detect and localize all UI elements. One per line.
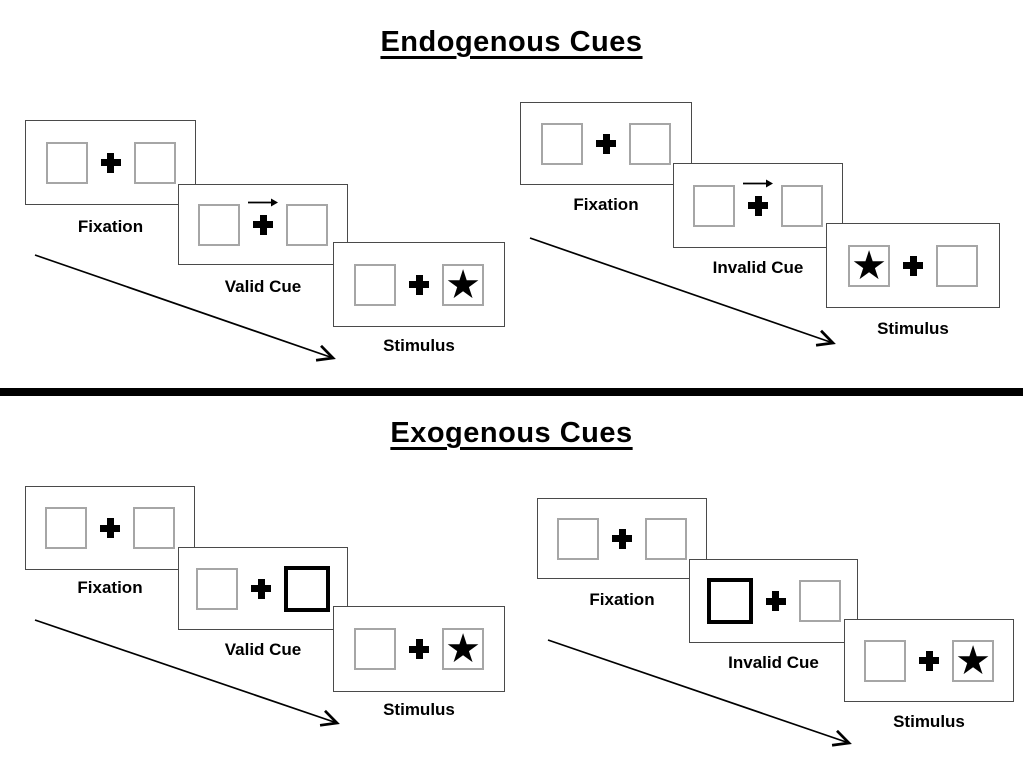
left-placeholder-box — [354, 263, 396, 306]
left-placeholder-box — [557, 517, 599, 560]
left-target-box: ★ — [848, 242, 890, 289]
fixation-cross-icon — [409, 639, 429, 659]
step-label-valid-cue: Valid Cue — [224, 277, 302, 296]
time-course-arrow — [529, 237, 836, 347]
left-placeholder-box — [45, 507, 87, 549]
exogenous-valid-fixation-panel — [25, 486, 195, 570]
right-target-box: ★ — [442, 261, 484, 308]
time-course-arrow — [547, 639, 852, 747]
section-divider — [0, 388, 1023, 396]
exogenous-valid-cue-panel — [178, 547, 348, 630]
step-label-stimulus: Stimulus — [893, 712, 965, 731]
step-label-valid-cue: Valid Cue — [224, 640, 302, 659]
right-placeholder-box — [286, 203, 328, 246]
star-target-icon: ★ — [955, 637, 991, 684]
fixation-cross-icon — [612, 528, 632, 549]
endogenous-invalid-cue-panel — [673, 163, 843, 248]
star-target-icon: ★ — [445, 261, 481, 308]
step-label-fixation: Fixation — [77, 217, 144, 236]
step-label-invalid-cue: Invalid Cue — [728, 653, 819, 672]
step-label-fixation: Fixation — [589, 590, 655, 609]
left-placeholder-box — [45, 141, 88, 184]
right-placeholder-box — [781, 184, 823, 227]
endogenous-invalid-fixation-panel — [520, 102, 692, 185]
right-placeholder-box — [798, 580, 841, 622]
right-placeholder-box — [936, 244, 978, 287]
left-placeholder-box — [864, 639, 906, 682]
endogenous-section-title: Endogenous Cues — [380, 26, 643, 58]
endogenous-valid-stimulus-panel: ★ — [333, 242, 505, 327]
exogenous-invalid-cue-panel — [689, 559, 858, 643]
right-placeholder-box — [645, 517, 687, 560]
exogenous-invalid-stimulus-panel: ★ — [844, 619, 1014, 702]
left-placeholder-box — [196, 567, 238, 610]
endogenous-valid-cue-panel — [178, 184, 348, 265]
left-placeholder-box — [354, 628, 396, 670]
fixation-cross-icon — [253, 214, 273, 235]
endogenous-invalid-stimulus-panel: ★ — [826, 223, 1000, 308]
fixation-cross-icon — [409, 274, 429, 295]
left-placeholder-box — [198, 203, 240, 246]
step-label-stimulus: Stimulus — [383, 336, 455, 355]
fixation-cross-icon — [765, 591, 786, 611]
right-placeholder-box — [133, 141, 176, 184]
right-highlighted-cue-box — [284, 565, 330, 612]
step-label-invalid-cue: Invalid Cue — [712, 258, 804, 277]
exogenous-valid-stimulus-panel: ★ — [333, 606, 505, 692]
right-placeholder-box — [629, 122, 671, 165]
star-target-icon: ★ — [445, 626, 481, 672]
fixation-cross-icon — [251, 578, 271, 599]
time-course-arrow — [34, 254, 336, 362]
cue-direction-arrow-icon — [248, 198, 278, 206]
fixation-cross-icon — [903, 255, 923, 276]
left-placeholder-box — [693, 184, 735, 227]
right-target-box: ★ — [442, 628, 484, 670]
fixation-cross-icon — [596, 133, 616, 154]
star-target-icon: ★ — [851, 242, 887, 289]
right-target-box: ★ — [952, 637, 994, 684]
exogenous-invalid-fixation-panel — [537, 498, 707, 579]
fixation-cross-icon — [919, 650, 939, 671]
exogenous-section-title: Exogenous Cues — [390, 417, 633, 449]
time-course-arrow — [34, 619, 340, 727]
left-placeholder-box — [541, 122, 583, 165]
cue-direction-arrow-icon — [743, 179, 773, 187]
fixation-cross-icon — [100, 518, 120, 538]
left-highlighted-cue-box — [706, 578, 753, 624]
step-label-fixation: Fixation — [77, 578, 143, 597]
fixation-cross-icon — [100, 152, 121, 173]
fixation-cross-icon — [748, 195, 768, 216]
step-label-stimulus: Stimulus — [877, 319, 949, 338]
endogenous-valid-fixation-panel — [25, 120, 196, 205]
right-placeholder-box — [133, 507, 175, 549]
step-label-fixation: Fixation — [573, 195, 639, 214]
step-label-stimulus: Stimulus — [383, 700, 455, 719]
